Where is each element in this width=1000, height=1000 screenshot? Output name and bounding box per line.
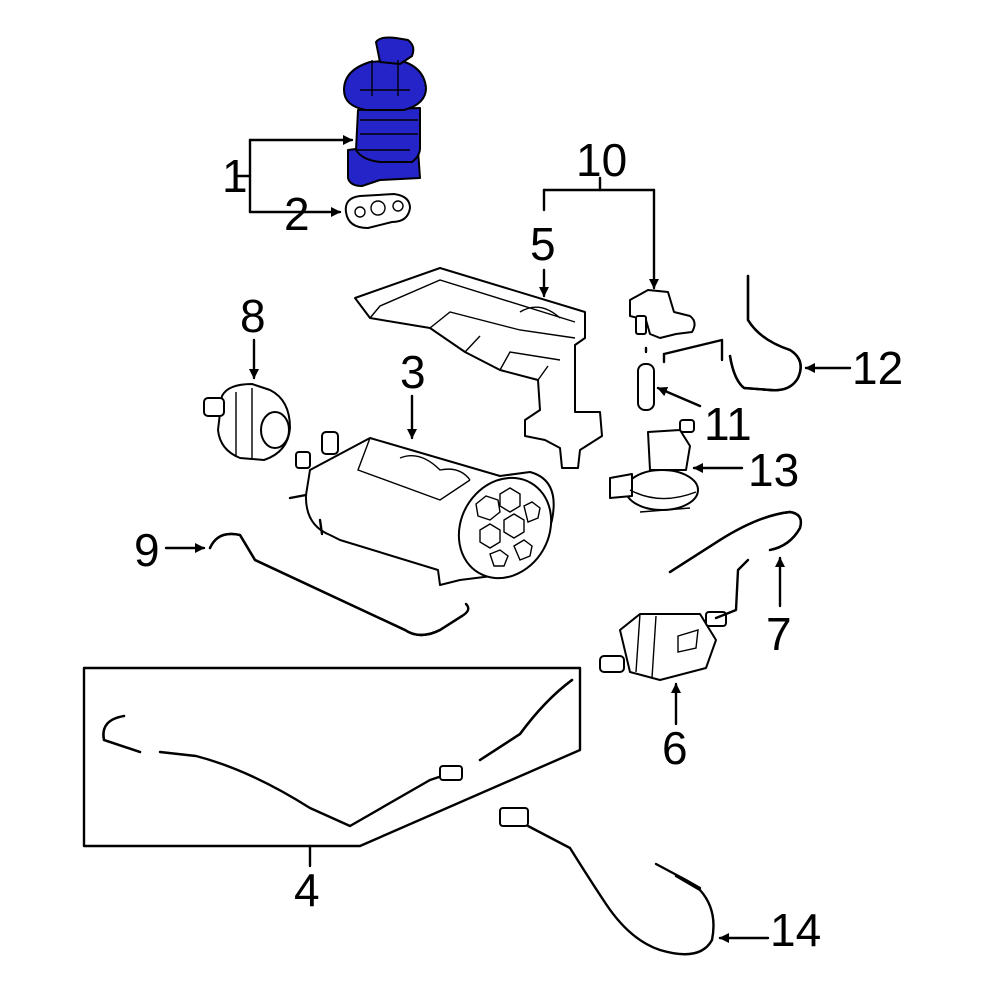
part-3-canister[interactable]	[288, 431, 569, 595]
callout-3: 3	[400, 346, 426, 398]
callout-5: 5	[530, 218, 556, 270]
callout-2: 2	[284, 188, 310, 240]
part-11-hose[interactable]	[637, 338, 724, 411]
part-8-solenoid[interactable]	[203, 383, 291, 461]
callout-8: 8	[240, 290, 266, 342]
part-6-filter[interactable]	[599, 558, 750, 681]
callout-12: 12	[852, 342, 903, 394]
callout-6: 6	[662, 722, 688, 774]
callout-10: 10	[576, 134, 627, 186]
callout-13: 13	[748, 444, 799, 496]
part-1-egr-valve[interactable]	[343, 36, 427, 187]
part-14-sensor-cable[interactable]	[499, 807, 715, 956]
callout-4: 4	[294, 864, 320, 916]
callout-1: 1	[222, 150, 248, 202]
part-4-hose-assembly[interactable]	[82, 666, 582, 848]
part-5-bracket[interactable]	[354, 267, 603, 469]
callout-labels: 1 2 10 5 8 3 12 11 13 9 7 6 4 14	[134, 134, 903, 956]
callout-11: 11	[704, 398, 752, 450]
callout-9: 9	[134, 524, 160, 576]
part-2-gasket[interactable]	[344, 193, 411, 229]
part-10-sensor[interactable]	[629, 289, 696, 339]
leader-lines	[164, 135, 852, 943]
callout-14: 14	[770, 904, 821, 956]
callout-7: 7	[766, 608, 792, 660]
part-12-hose[interactable]	[728, 274, 802, 392]
part-9-hose[interactable]	[208, 532, 470, 637]
part-13-valve[interactable]	[609, 419, 699, 513]
part-7-hose[interactable]	[668, 510, 803, 574]
